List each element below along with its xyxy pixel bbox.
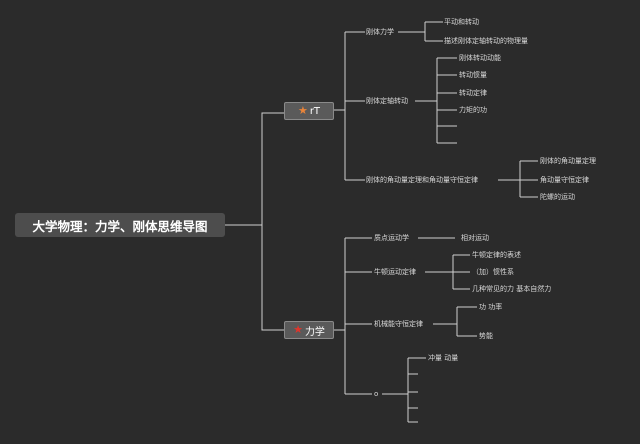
node-newton-statement[interactable]: 牛顿定律的表述 [472,251,521,259]
node-impulse-momentum[interactable]: 冲量 动量 [428,354,459,362]
branch-top-label: rT [309,105,321,117]
node-relative-motion[interactable]: 相对运动 [461,234,489,242]
node-moment-of-inertia[interactable]: 转动惯量 [459,71,487,79]
node-common-forces[interactable]: 几种常见的力 基本自然力 [472,285,552,293]
node-rotation-law[interactable]: 转动定律 [459,89,487,97]
node-rotation-quantities[interactable]: 描述刚体定轴转动的物理量 [444,37,528,45]
branch-bottom-label: 力学 [304,326,325,338]
node-potential-energy[interactable]: 势能 [479,332,493,340]
branch-node-top[interactable]: ★ rT [284,102,334,120]
node-rotational-kinetic-energy[interactable]: 刚体转动动能 [459,54,501,62]
node-inertial-frame[interactable]: （加）惯性系 [472,268,514,276]
root-node[interactable]: 大学物理：力学、刚体思维导图 [15,213,225,237]
node-angular-momentum-conservation[interactable]: 角动量守恒定律 [540,176,589,184]
node-particle-kinematics[interactable]: 质点运动学 [374,234,409,242]
node-angular-momentum-theorem[interactable]: 刚体的角动量定理 [540,157,596,165]
red-star-icon: ★ [293,323,303,336]
node-gyroscope-motion[interactable]: 陀螺的运动 [540,193,575,201]
node-work-power[interactable]: 功 功率 [479,303,503,311]
node-angular-momentum[interactable]: 刚体的角动量定理和角动量守恒定律 [366,176,478,184]
node-fixed-axis-rotation[interactable]: 刚体定轴转动 [366,97,408,105]
node-torque-work[interactable]: 力矩的功 [459,106,487,114]
node-rigid-body-mechanics[interactable]: 刚体力学 [366,28,394,36]
orange-star-icon: ★ [297,104,308,117]
branch-node-bottom[interactable]: ★ 力学 [284,321,334,339]
node-energy-conservation[interactable]: 机械能守恒定律 [374,320,423,328]
node-translation-rotation[interactable]: 平动和转动 [444,18,479,26]
node-newton-laws[interactable]: 牛顿运动定律 [374,268,416,276]
node-o[interactable]: o [374,390,379,398]
